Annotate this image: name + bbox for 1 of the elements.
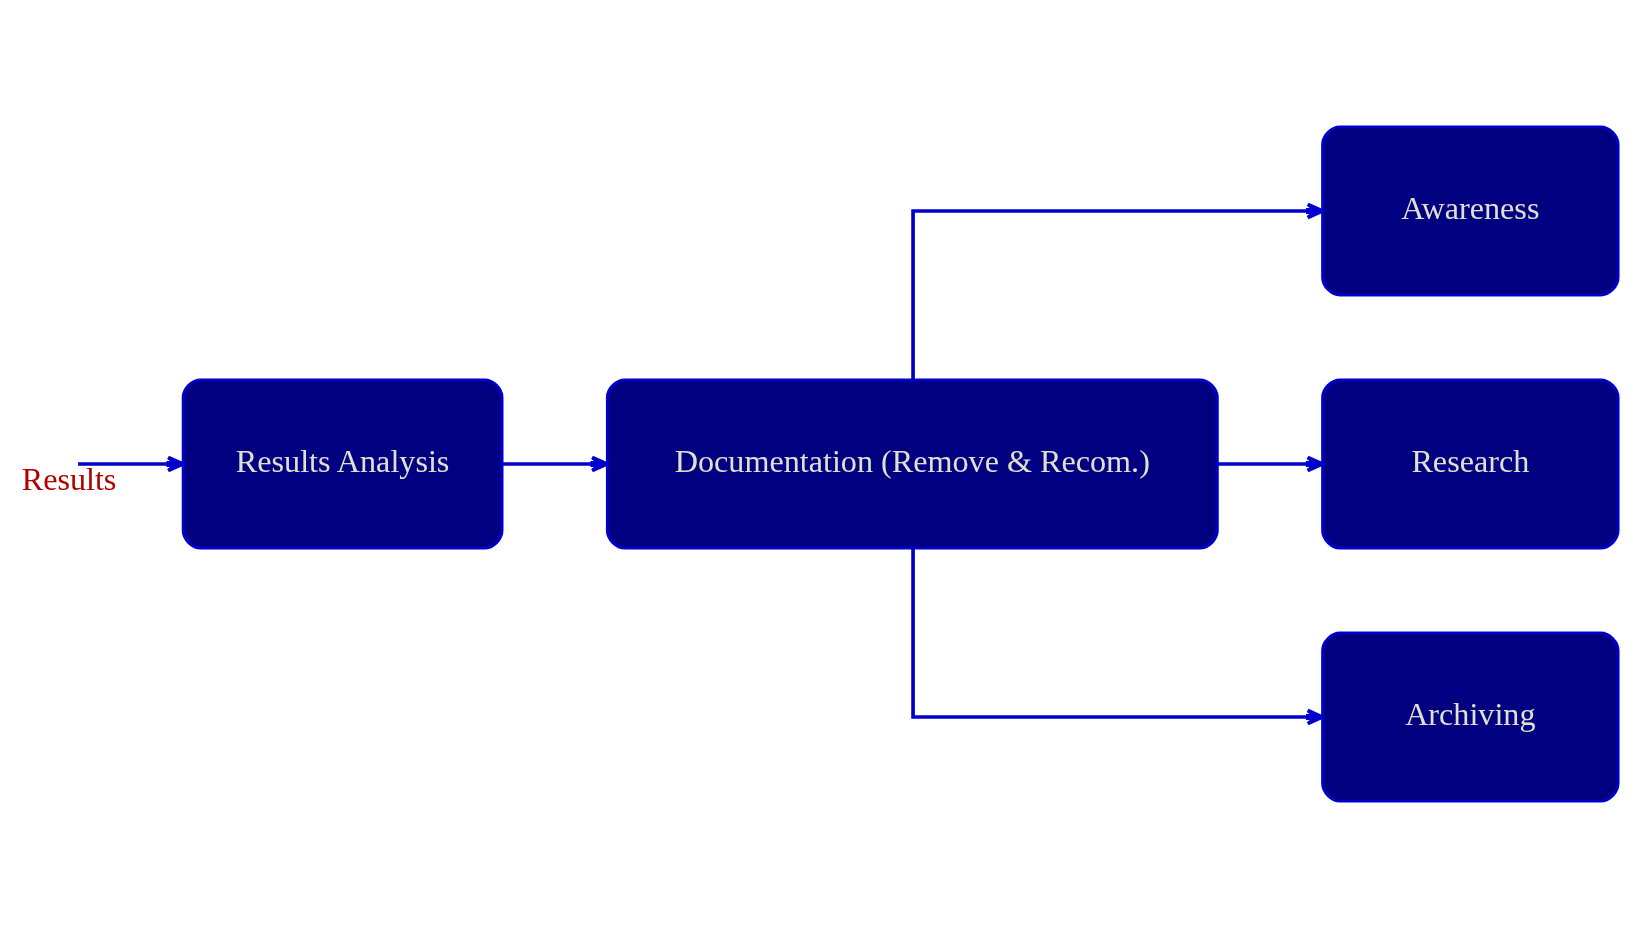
- edge-label: Results: [21, 460, 117, 497]
